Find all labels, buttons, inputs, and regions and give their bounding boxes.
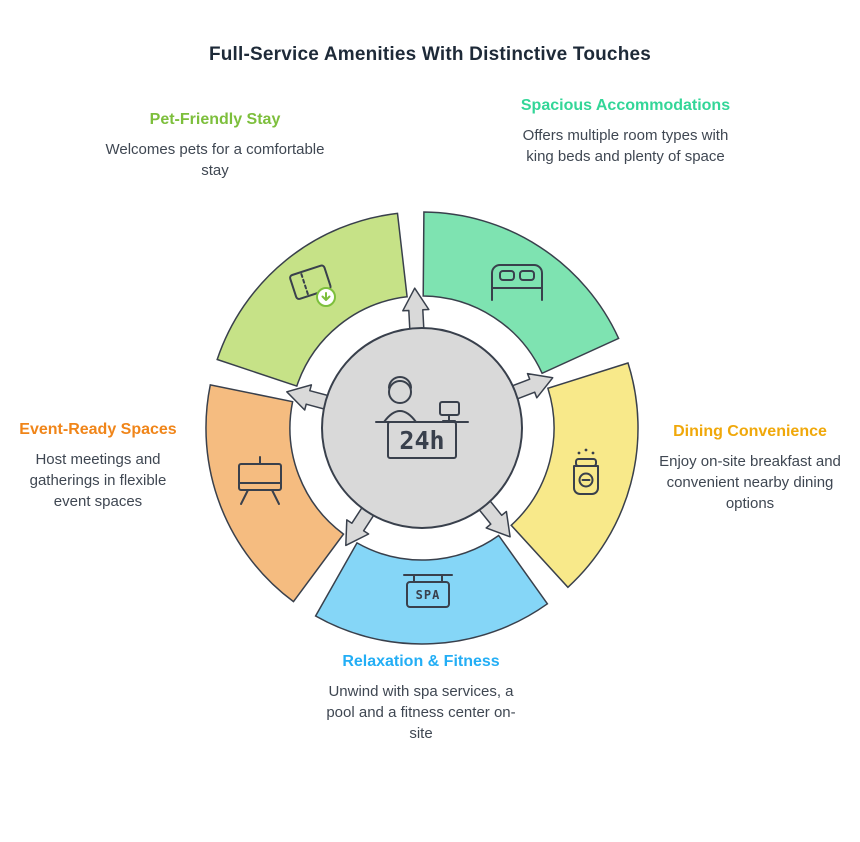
label-pet-friendly-stay: Pet-Friendly Stay Welcomes pets for a co… xyxy=(95,110,335,181)
reception-24h-icon: 24h xyxy=(375,376,469,459)
segment-relaxation xyxy=(314,534,549,645)
food-jar-icon xyxy=(573,448,599,495)
spa-sign-label: SPA xyxy=(416,588,441,602)
label-event-ready-spaces: Event-Ready Spaces Host meetings and gat… xyxy=(16,420,180,512)
segment-description: Unwind with spa services, a pool and a f… xyxy=(326,683,516,742)
label-spacious-accommodations: Spacious Accommodations Offers multiple … xyxy=(518,96,733,167)
presentation-board-icon xyxy=(238,456,282,505)
segment-heading: Event-Ready Spaces xyxy=(19,421,177,438)
spa-sign-icon: SPA xyxy=(403,574,453,608)
segment-heading: Dining Convenience xyxy=(673,423,827,440)
center-24h-label: 24h xyxy=(399,426,444,455)
segment-heading: Spacious Accommodations xyxy=(520,97,731,114)
segment-heading: Pet-Friendly Stay xyxy=(149,111,281,128)
label-dining-convenience: Dining Convenience Enjoy on-site breakfa… xyxy=(652,422,848,514)
segment-description: Offers multiple room types with king bed… xyxy=(522,127,729,165)
segments-layer xyxy=(205,211,639,645)
ticket-icon xyxy=(289,264,336,307)
segment-heading: Relaxation & Fitness xyxy=(342,653,500,670)
segment-accommodations xyxy=(422,211,620,375)
segment-pet xyxy=(216,212,408,388)
bed-icon xyxy=(491,264,543,301)
diagram-title: Full-Service Amenities With Distinctive … xyxy=(208,44,652,65)
label-relaxation-fitness: Relaxation & Fitness Unwind with spa ser… xyxy=(315,652,527,744)
download-badge-icon xyxy=(316,287,336,307)
segment-description: Welcomes pets for a comfortable stay xyxy=(105,141,325,179)
segment-description: Host meetings and gatherings in flexible… xyxy=(29,451,167,510)
segment-events xyxy=(205,384,345,603)
segment-description: Enjoy on-site breakfast and convenient n… xyxy=(659,453,841,512)
